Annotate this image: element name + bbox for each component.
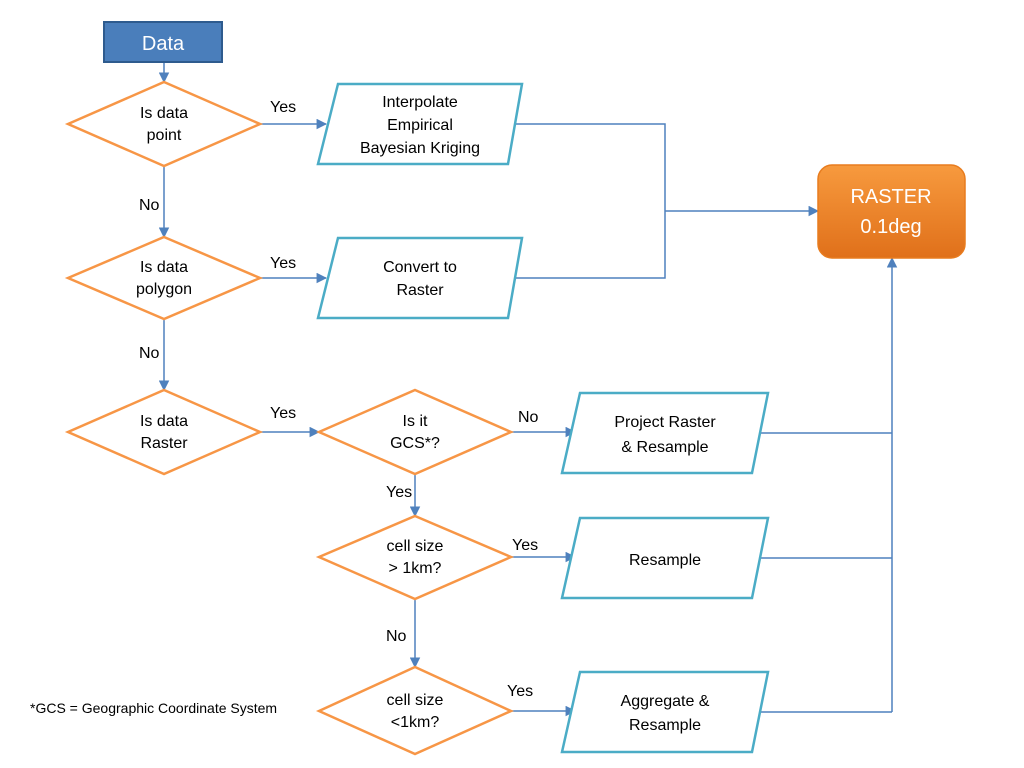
process-aggregate-line1: Aggregate & — [621, 693, 710, 710]
decision-polygon-line1: Is data — [140, 259, 188, 276]
decision-cell-lt-line2: <1km? — [391, 714, 440, 731]
process-interpolate-kriging: Interpolate Empirical Bayesian Kriging — [316, 82, 524, 166]
end-node-raster: RASTER 0.1deg — [817, 164, 966, 259]
decision-polygon-line2: polygon — [136, 281, 192, 298]
decision-cell-lt-line1: cell size — [387, 692, 444, 709]
decision-raster-line2: Raster — [140, 435, 188, 452]
decision-is-data-point: Is data point — [64, 80, 264, 168]
process-resample: Resample — [560, 516, 770, 600]
start-label: Data — [142, 33, 185, 55]
process-interpolate-line1: Interpolate — [382, 94, 458, 111]
edge-label-raster-yes: Yes — [270, 405, 296, 422]
edge-convert-merge — [508, 211, 666, 279]
decision-point-line1: Is data — [140, 105, 188, 122]
decision-gcs-line1: Is it — [403, 413, 428, 430]
process-interpolate-line2: Empirical — [387, 117, 453, 134]
decision-cell-gt-line2: > 1km? — [389, 560, 442, 577]
edge-label-polygon-no: No — [139, 345, 160, 362]
decision-cell-size-less: cell size <1km? — [315, 665, 515, 756]
decision-raster-line1: Is data — [140, 413, 188, 430]
process-project-raster: Project Raster & Resample — [560, 391, 770, 475]
end-label-line2: 0.1deg — [860, 216, 921, 238]
decision-point-line2: point — [147, 127, 182, 144]
edge-label-point-yes: Yes — [270, 99, 296, 116]
edge-label-cell-gt-no: No — [386, 628, 407, 645]
process-aggregate-line2: Resample — [629, 717, 701, 734]
edge-label-cell-lt-yes: Yes — [507, 683, 533, 700]
connectors — [158, 62, 898, 717]
decision-is-it-gcs: Is it GCS*? — [315, 388, 515, 476]
process-project-line1: Project Raster — [614, 414, 716, 431]
decision-gcs-line2: GCS*? — [390, 435, 440, 452]
edge-label-cell-gt-yes: Yes — [512, 537, 538, 554]
start-node-data: Data — [103, 21, 223, 63]
decision-is-data-raster: Is data Raster — [64, 388, 264, 476]
end-label-line1: RASTER — [850, 186, 931, 208]
edge-label-point-no: No — [139, 197, 160, 214]
edge-label-gcs-yes: Yes — [386, 484, 412, 501]
process-interpolate-line3: Bayesian Kriging — [360, 140, 480, 157]
footnote-gcs-definition: *GCS = Geographic Coordinate System — [30, 700, 277, 716]
process-convert-to-raster: Convert to Raster — [316, 236, 524, 320]
process-resample-line1: Resample — [629, 552, 701, 569]
edge-label-polygon-yes: Yes — [270, 255, 296, 272]
edge-interpolate-merge — [508, 123, 666, 211]
process-convert-line1: Convert to — [383, 259, 457, 276]
edge-label-gcs-no: No — [518, 409, 539, 426]
decision-cell-gt-line1: cell size — [387, 538, 444, 555]
process-project-line2: & Resample — [621, 439, 708, 456]
decision-cell-size-greater: cell size > 1km? — [315, 514, 515, 601]
process-aggregate-resample: Aggregate & Resample — [560, 670, 770, 754]
decision-is-data-polygon: Is data polygon — [64, 235, 264, 321]
process-convert-line2: Raster — [396, 282, 444, 299]
